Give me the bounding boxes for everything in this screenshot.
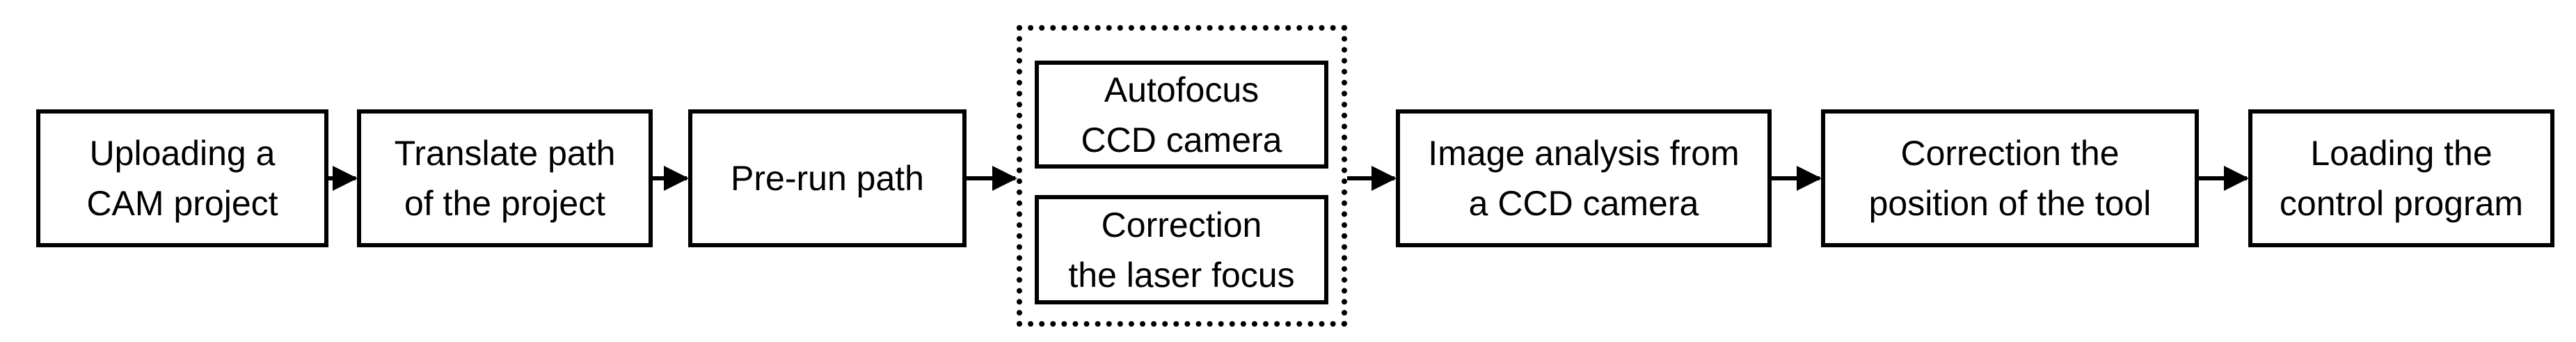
node-correction-laser-focus: Correction the laser focus [1035,195,1328,304]
node-label-line: Uploading a [89,134,276,173]
node-autofocus-ccd-camera: Autofocus CCD camera [1035,61,1328,169]
node-label-line: Loading the [2310,134,2492,173]
node-label-line: the laser focus [1068,255,1295,295]
node-label-line: CAM project [86,184,278,223]
node-label-line: a CCD camera [1468,184,1699,223]
node-label-line: Correction [1101,205,1262,244]
node-label-line: Image analysis from [1428,134,1740,173]
node-label-line: Pre-run path [731,159,924,198]
node-label-line: control program [2279,184,2524,223]
node-label-line: Correction the [1900,134,2120,173]
node-label-line: of the project [404,184,606,223]
focus-group-dotted-box [1017,25,1347,327]
node-label-line: Translate path [394,134,616,173]
node-pre-run-path: Pre-run path [688,109,967,247]
node-label-line: Autofocus [1104,70,1259,109]
node-image-analysis: Image analysis from a CCD camera [1396,109,1772,247]
node-label-line: CCD camera [1081,120,1282,160]
node-translate-path: Translate path of the project [357,109,653,247]
node-loading-control-program: Loading the control program [2248,109,2554,247]
node-uploading-cam-project: Uploading a CAM project [36,109,328,247]
node-label-line: position of the tool [1868,184,2152,223]
node-correction-tool-position: Correction the position of the tool [1821,109,2199,247]
